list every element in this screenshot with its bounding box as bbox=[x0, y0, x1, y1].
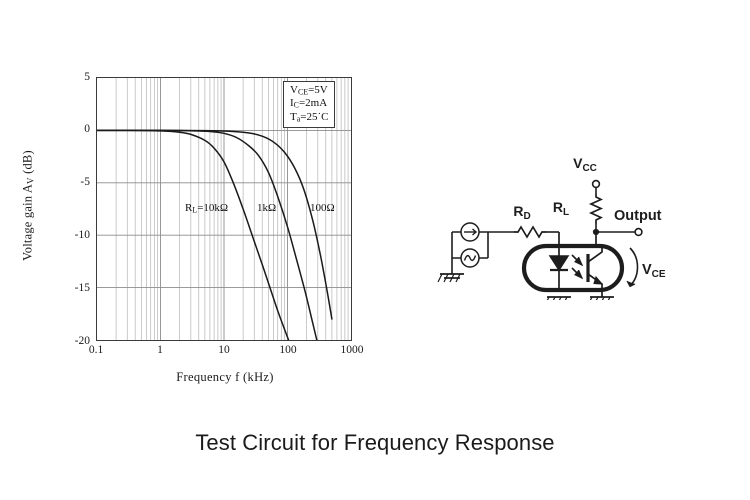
y-tick-label: -10 bbox=[74, 229, 90, 241]
y-axis-tick-labels: 5 0 -5 -10 -15 -20 bbox=[60, 50, 90, 350]
transistor-emitter-arrow bbox=[593, 275, 604, 285]
optocoupler-phototransistor-icon bbox=[586, 232, 604, 297]
output-branch bbox=[596, 227, 643, 237]
y-tick-label: -20 bbox=[74, 335, 90, 347]
transistor-collector-lead bbox=[587, 246, 603, 263]
y-tick-label: -15 bbox=[74, 282, 90, 294]
ground-led-icon bbox=[546, 296, 571, 300]
condition-vce: VCE=5V bbox=[290, 84, 328, 97]
vcc-branch bbox=[588, 179, 604, 232]
resistor-rd-icon bbox=[514, 225, 546, 239]
label-rl: RL bbox=[553, 199, 569, 218]
condition-ic: IC=2mA bbox=[290, 97, 328, 111]
label-vce: VCE bbox=[642, 262, 666, 280]
x-axis-tick-labels: 0.1 1 10 100 1000 bbox=[89, 344, 364, 364]
response-curves bbox=[97, 129, 333, 340]
x-tick-label: 1000 bbox=[340, 344, 364, 356]
x-tick-label: 1 bbox=[157, 344, 163, 356]
conditions-annotation-box: VCE=5V IC=2mA Ta=25˙C bbox=[283, 81, 336, 129]
y-tick-label: 0 bbox=[84, 123, 90, 135]
resistor-rd-group bbox=[514, 225, 559, 239]
x-tick-label: 0.1 bbox=[88, 344, 104, 356]
source-network bbox=[451, 231, 514, 274]
curve-100Ω bbox=[97, 129, 333, 320]
led-triangle bbox=[548, 255, 570, 272]
ground-emitter-icon bbox=[589, 296, 614, 300]
label-rd: RD bbox=[513, 203, 530, 222]
terminal-vcc-icon bbox=[591, 179, 601, 189]
x-tick-label: 10 bbox=[218, 344, 230, 356]
terminal-output-icon bbox=[634, 227, 643, 237]
ac-source-sine-glyph bbox=[463, 254, 477, 262]
x-tick-label: 100 bbox=[279, 344, 297, 356]
plot-svg bbox=[97, 78, 351, 340]
frequency-response-chart: Voltage gain AV (dB) 5 0 -5 -10 -15 -20 … bbox=[0, 50, 400, 400]
test-circuit-diagram: VCC RL Output RD VCE bbox=[430, 150, 710, 300]
y-tick-label: 5 bbox=[84, 71, 90, 83]
resistor-rl-icon bbox=[588, 194, 604, 224]
condition-ta: Ta=25˙C bbox=[290, 110, 329, 124]
plot-area: VCE=5V IC=2mA Ta=25˙C RL=10kΩ 1kΩ 100Ω bbox=[96, 77, 352, 341]
curve-label-1k: 1kΩ bbox=[257, 202, 277, 214]
curve-label-100: 100Ω bbox=[310, 202, 335, 214]
ground-source-icon bbox=[437, 273, 464, 283]
current-source-arrow-head bbox=[472, 228, 478, 236]
vce-arc-icon bbox=[626, 247, 639, 288]
label-vcc: VCC bbox=[573, 155, 597, 174]
y-tick-label: -5 bbox=[80, 176, 90, 188]
y-axis-title: Voltage gain AV (dB) bbox=[20, 150, 36, 261]
curve-R_L=10kΩ bbox=[97, 129, 290, 340]
optocoupler-light-arrows bbox=[571, 254, 584, 280]
optocoupler-led-icon bbox=[548, 232, 570, 290]
light-arrow-2-head bbox=[574, 269, 584, 280]
label-output: Output bbox=[614, 208, 662, 224]
light-arrow-1-head bbox=[574, 256, 584, 267]
figure-caption: Test Circuit for Frequency Response bbox=[195, 430, 555, 455]
curve-label-10k: RL=10kΩ bbox=[185, 202, 229, 215]
circuit-svg: VCC RL Output RD VCE bbox=[437, 155, 666, 300]
x-axis-title: Frequency f (kHz) bbox=[176, 370, 274, 384]
